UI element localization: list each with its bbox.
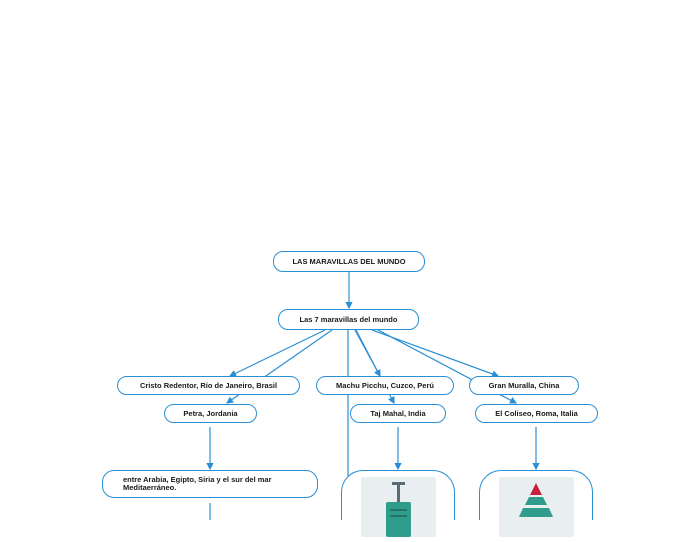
node-arabia-label: entre Arabia, Egipto, Siria y el sur del… bbox=[123, 475, 272, 492]
coliseo-image bbox=[499, 477, 574, 537]
node-muralla-label: Gran Muralla, China bbox=[488, 381, 560, 390]
node-machu-label: Machu Picchu, Cuzco, Perú bbox=[336, 381, 434, 390]
connector-lines bbox=[206, 271, 540, 520]
taj-image bbox=[361, 477, 436, 537]
node-seven-label: Las 7 maravillas del mundo bbox=[299, 315, 398, 324]
coliseo-image-card[interactable] bbox=[479, 470, 593, 537]
node-petra-label: Petra, Jordania bbox=[183, 409, 238, 418]
node-machu-picchu[interactable]: Machu Picchu, Cuzco, Perú bbox=[316, 376, 454, 395]
node-taj-mahal[interactable]: Taj Mahal, India bbox=[350, 404, 446, 423]
node-gran-muralla[interactable]: Gran Muralla, China bbox=[469, 376, 579, 395]
node-cristo-label: Cristo Redentor, Río de Janeiro, Brasil bbox=[139, 381, 278, 390]
node-root-label: LAS MARAVILLAS DEL MUNDO bbox=[292, 257, 406, 266]
taj-image-card[interactable] bbox=[341, 470, 455, 537]
pyramid-icon bbox=[519, 483, 553, 517]
node-root[interactable]: LAS MARAVILLAS DEL MUNDO bbox=[273, 251, 425, 272]
suitcase-icon bbox=[386, 482, 411, 537]
node-seven-wonders[interactable]: Las 7 maravillas del mundo bbox=[278, 309, 419, 330]
node-coliseo[interactable]: El Coliseo, Roma, Italia bbox=[475, 404, 598, 423]
edge-seven-cristo bbox=[228, 329, 326, 377]
node-cristo-redentor[interactable]: Cristo Redentor, Río de Janeiro, Brasil bbox=[117, 376, 300, 395]
node-coliseo-label: El Coliseo, Roma, Italia bbox=[495, 409, 578, 418]
node-arabia[interactable]: entre Arabia, Egipto, Siria y el sur del… bbox=[102, 470, 318, 498]
node-petra[interactable]: Petra, Jordania bbox=[164, 404, 257, 423]
node-taj-label: Taj Mahal, India bbox=[370, 409, 426, 418]
